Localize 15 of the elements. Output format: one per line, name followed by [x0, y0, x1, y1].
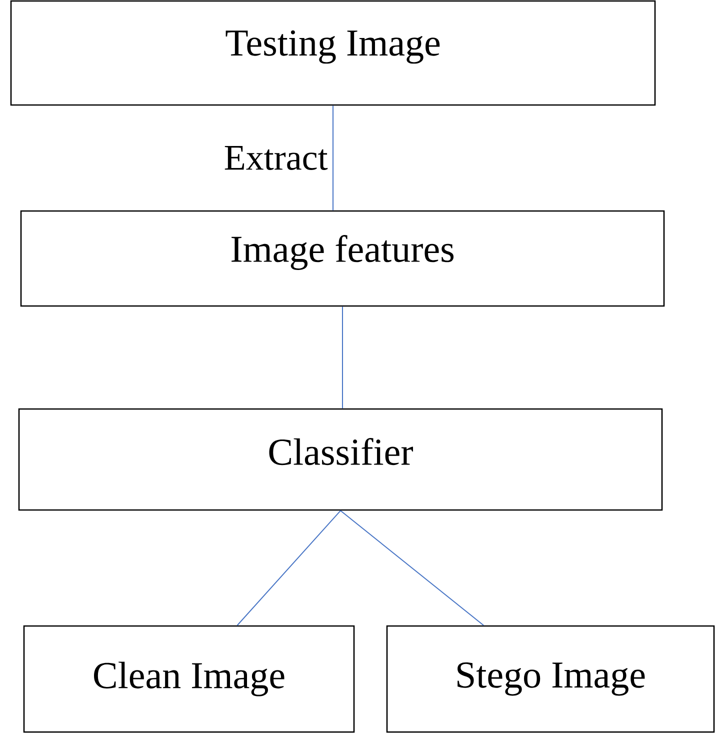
connector-line [340, 510, 484, 626]
box-label: Image features [232, 235, 454, 270]
connector-line [236, 510, 341, 626]
box-label: Testing Image [226, 30, 440, 64]
process-box [386, 625, 715, 733]
box-label: Stego Image [458, 662, 645, 696]
process-box [23, 625, 355, 733]
box-label: Classifier [269, 438, 413, 466]
connector-line [332, 105, 334, 211]
process-box [20, 210, 665, 307]
box-label: Clean Image [94, 662, 284, 696]
edge-label: Extract [222, 145, 329, 171]
process-box [10, 0, 656, 106]
connector-line [342, 306, 343, 409]
process-box [18, 408, 663, 511]
